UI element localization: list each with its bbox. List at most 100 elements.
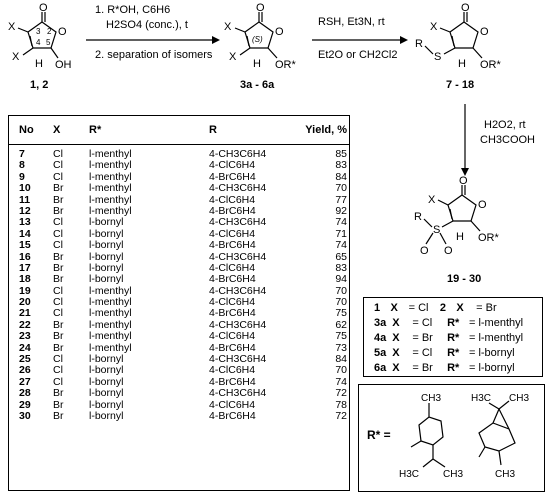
thio-R: R xyxy=(415,38,423,50)
cell-rstar: l-bornyl xyxy=(89,398,124,411)
cell-r: 4-BrC6H4 xyxy=(209,307,256,320)
structure-thio xyxy=(424,12,483,59)
cell-no: 24 xyxy=(19,341,31,354)
header-yield: Yield, % xyxy=(305,124,347,136)
cell-no: 29 xyxy=(19,398,31,411)
cell-yield: 74 xyxy=(335,216,347,229)
cell-yield: 71 xyxy=(335,227,347,240)
step3-reagents: RSH, Et3N, rt xyxy=(318,16,385,28)
step1-acid: H2SO4 (conc.), t xyxy=(106,19,188,31)
cell-rstar: l-menthyl xyxy=(89,193,132,206)
legend-ak: X xyxy=(392,362,400,374)
cell-r: 4-CH3C6H4 xyxy=(209,250,267,263)
cell-rstar: l-bornyl xyxy=(89,273,124,286)
menthyl-ch3-right: CH3 xyxy=(443,469,463,480)
cell-r: 4-ClC6H4 xyxy=(209,364,256,377)
cell-yield: 92 xyxy=(335,204,347,217)
cell-yield: 74 xyxy=(335,239,347,252)
start-num-3: 3 xyxy=(36,27,41,36)
thio-ring-O: O xyxy=(480,26,489,38)
start-H: H xyxy=(35,58,43,70)
cell-no: 17 xyxy=(19,261,31,274)
legend-av: = Br xyxy=(412,332,433,344)
cell-r: 4-ClC6H4 xyxy=(209,193,256,206)
start-X-top: X xyxy=(8,21,16,33)
cell-r: 4-ClC6H4 xyxy=(209,261,256,274)
cell-x: Br xyxy=(53,398,64,411)
cell-yield: 75 xyxy=(335,307,347,320)
cell-rstar: l-bornyl xyxy=(89,387,124,400)
cell-no: 11 xyxy=(19,193,31,206)
cell-x: Br xyxy=(53,330,64,343)
cell-yield: 70 xyxy=(335,284,347,297)
cell-r: 4-BrC6H4 xyxy=(209,204,256,217)
header-x: X xyxy=(53,124,61,136)
mid-ring-O: O xyxy=(275,26,284,38)
sulfone-O-left: O xyxy=(420,245,429,257)
bornyl-structure xyxy=(478,400,516,466)
rstar-structures: R* = CH3 H3C CH3 H3C CH3 CH3 xyxy=(358,384,545,492)
cell-rstar: l-bornyl xyxy=(89,227,124,240)
cell-no: 16 xyxy=(19,250,31,263)
cell-r: 4-BrC6H4 xyxy=(209,170,256,183)
legend-bv: = Br xyxy=(476,302,497,314)
cell-yield: 78 xyxy=(335,398,347,411)
cell-x: Br xyxy=(53,273,64,286)
cell-yield: 83 xyxy=(335,159,347,172)
label-19-30: 19 - 30 xyxy=(447,273,481,285)
sulfone-carbonyl-O: O xyxy=(459,175,468,187)
structure-mid xyxy=(234,12,278,59)
cell-no: 7 xyxy=(19,148,25,160)
legend-a: 5a xyxy=(374,347,387,359)
legend-ak: X xyxy=(392,332,400,344)
cell-rstar: l-bornyl xyxy=(89,250,124,263)
cell-rstar: l-bornyl xyxy=(89,375,124,388)
cell-x: Br xyxy=(53,204,64,217)
header-no: No xyxy=(19,124,34,136)
cell-r: 4-BrC6H4 xyxy=(209,239,256,252)
mid-stereo-S: (S) xyxy=(252,35,263,44)
cell-rstar: l-menthyl xyxy=(89,296,132,309)
start-num-2: 2 xyxy=(47,27,52,36)
cell-x: Cl xyxy=(53,375,63,388)
rstar-label: R* = xyxy=(367,428,391,442)
legend-ak: X xyxy=(392,347,400,359)
label-7-18: 7 - 18 xyxy=(446,79,474,91)
arrow-step3-head xyxy=(400,36,408,44)
cell-r: 4-ClC6H4 xyxy=(209,330,256,343)
thio-S: S xyxy=(434,51,441,63)
legend-a: 3a xyxy=(374,317,387,329)
cell-rstar: l-bornyl xyxy=(89,239,124,252)
step3-solvent: Et2O or CH2Cl2 xyxy=(318,49,397,61)
cell-x: Br xyxy=(53,341,64,354)
legend-bk: X xyxy=(456,302,464,314)
mid-X-bottom: X xyxy=(229,51,237,63)
cell-rstar: l-bornyl xyxy=(89,261,124,274)
legend-a: 1 xyxy=(374,302,381,314)
sulfone-OR: OR* xyxy=(478,232,500,244)
sulfone-R: R xyxy=(414,211,422,223)
cell-r: 4-BrC6H4 xyxy=(209,375,256,388)
legend-bv: = l-bornyl xyxy=(468,362,515,374)
cell-x: Cl xyxy=(53,148,63,160)
cell-rstar: l-menthyl xyxy=(89,318,132,331)
step4-reagents: H2O2, rt xyxy=(484,119,526,131)
cell-rstar: l-menthyl xyxy=(89,204,132,217)
cell-x: Cl xyxy=(53,159,63,172)
cell-r: 4-BrC6H4 xyxy=(209,341,256,354)
cell-r: 4-BrC6H4 xyxy=(209,273,256,286)
cell-no: 25 xyxy=(19,353,31,366)
cell-yield: 94 xyxy=(335,273,347,286)
cell-x: Br xyxy=(53,409,64,422)
